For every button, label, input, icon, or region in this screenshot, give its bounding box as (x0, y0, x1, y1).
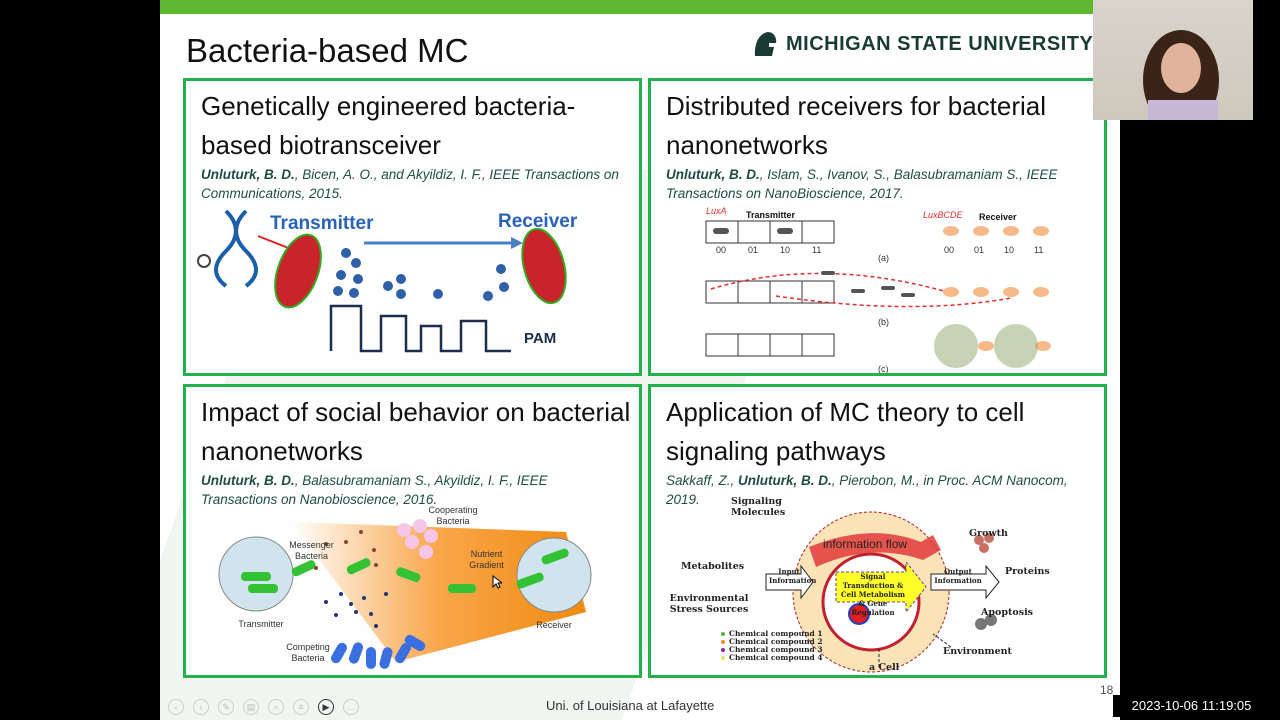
slide-title: Bacteria-based MC (186, 32, 469, 69)
receiver-label: Receiver (979, 212, 1017, 222)
distributed-receivers-figure (705, 220, 1051, 368)
subfig-c-label: (c) (878, 364, 889, 374)
code-label: 10 (1004, 245, 1015, 255)
presenter-video-icon (1143, 30, 1219, 130)
recording-timestamp: 2023-10-06 11:19:05 (1113, 695, 1270, 717)
a-cell-label: a Cell (869, 662, 900, 673)
panel-distributed-receivers: Distributed receivers for bacterial nano… (648, 78, 1107, 376)
more-icon[interactable]: … (343, 699, 359, 715)
slideshow-controls: ‹ › ✎ ▤ ⌕ ≡ ▶ … (168, 699, 359, 715)
slide-top-bar (160, 0, 1120, 14)
receiver-bacterium (521, 227, 567, 305)
webcam-video (1093, 0, 1253, 130)
signal-transduction-label: Signal Transduction & Cell Metabolism & … (841, 572, 905, 617)
subfig-b-label: (b) (878, 317, 889, 327)
pam-label: PAM (524, 330, 557, 347)
cell-signaling-figure (721, 511, 1000, 673)
panel-cell-signaling: Application of MC theory to cell signali… (648, 384, 1107, 678)
compound-1-label: Chemical compound 1 (729, 629, 823, 638)
next-icon[interactable]: › (193, 699, 209, 715)
information-flow-label: information flow (823, 537, 908, 551)
code-label: 10 (780, 245, 791, 255)
panel-title: Application of MC theory to cell signali… (666, 397, 1025, 466)
competing-bacteria-label: Competing Bacteria (286, 642, 330, 663)
mouse-cursor-icon (492, 575, 502, 589)
panel-citation: Unluturk, B. D., Bicen, A. O., and Akyil… (201, 167, 619, 201)
receiver-label: Receiver (498, 211, 578, 232)
compound-3-label: Chemical compound 3 (729, 645, 823, 654)
transmitter-bacterium (274, 233, 322, 309)
code-label: 00 (716, 245, 727, 255)
code-label: 00 (944, 245, 955, 255)
transmitter-label: Transmitter (238, 619, 284, 629)
information-flow-arrow (809, 533, 941, 567)
university-logo: MICHIGAN STATE UNIVERSITY (752, 30, 1093, 58)
input-information-label: Input Information (769, 567, 817, 585)
slide-footer: Uni. of Louisiana at Lafayette (546, 698, 715, 713)
panel-title: Distributed receivers for bacterial nano… (666, 91, 1047, 160)
code-label: 11 (1034, 245, 1044, 255)
zoom-icon[interactable]: ⌕ (268, 699, 284, 715)
spartan-helmet-icon (754, 32, 777, 56)
presentation-slide: Bacteria-based MC MICHIGAN STATE UNIVERS… (160, 0, 1120, 720)
pam-signal (329, 304, 511, 353)
subfig-a-label: (a) (878, 253, 889, 263)
nutrient-gradient (291, 522, 586, 662)
slides-icon[interactable]: ▤ (243, 699, 259, 715)
code-label: 01 (974, 245, 985, 255)
chemical-legend-dots (721, 632, 725, 660)
dna-scissors-icon (197, 209, 258, 288)
biotransceiver-figure (197, 209, 567, 353)
panel-citation: Unluturk, B. D., Islam, S., Ivanov, S., … (666, 167, 1058, 201)
messenger-bacteria-label: Messenger Bacteria (289, 540, 334, 561)
panel-social-behavior: Impact of social behavior on bacterial n… (183, 384, 642, 678)
proteins-label: Proteins (1005, 566, 1050, 577)
panel-title: Impact of social behavior on bacterial n… (201, 397, 631, 466)
apoptosis-label: Apoptosis (981, 607, 1034, 618)
luxbcde-label: LuxBCDE (923, 210, 963, 220)
transmitter-label: Transmitter (746, 210, 796, 220)
cooperating-bacteria-label: Cooperating Bacteria (428, 505, 478, 526)
nutrient-gradient-label: Nutrient Gradient (469, 549, 504, 570)
growth-label: Growth (969, 528, 1008, 539)
metabolites-label: Metabolites (681, 561, 745, 572)
luxa-label: LuxA (706, 206, 727, 216)
code-label: 01 (748, 245, 759, 255)
panel-citation: Sakkaff, Z., Unluturk, B. D., Pierobon, … (666, 473, 1068, 507)
panel-citation: Unluturk, B. D., Balasubramaniam S., Aky… (201, 473, 548, 507)
university-name: MICHIGAN STATE UNIVERSITY (786, 32, 1094, 55)
transmitter-label: Transmitter (270, 213, 374, 234)
camera-icon[interactable]: ▶ (318, 699, 334, 715)
signaling-molecules-label: Signaling Molecules (731, 496, 786, 518)
previous-icon[interactable]: ‹ (168, 699, 184, 715)
code-label: 11 (812, 245, 822, 255)
output-information-label: Output Information (934, 567, 982, 585)
environment-label: Environment (943, 646, 1012, 657)
panel-title: Genetically engineered bacteria-based bi… (201, 91, 576, 160)
stress-sources-label: Environmental Stress Sources (669, 593, 749, 615)
compound-4-label: Chemical compound 4 (729, 653, 823, 662)
pen-icon[interactable]: ✎ (218, 699, 234, 715)
compound-2-label: Chemical compound 2 (729, 637, 823, 646)
social-behavior-figure (218, 519, 592, 669)
subtitles-icon[interactable]: ≡ (293, 699, 309, 715)
page-number: 18 (1100, 683, 1114, 697)
receiver-label: Receiver (536, 620, 572, 630)
panel-biotransceiver: Genetically engineered bacteria-based bi… (183, 78, 642, 376)
